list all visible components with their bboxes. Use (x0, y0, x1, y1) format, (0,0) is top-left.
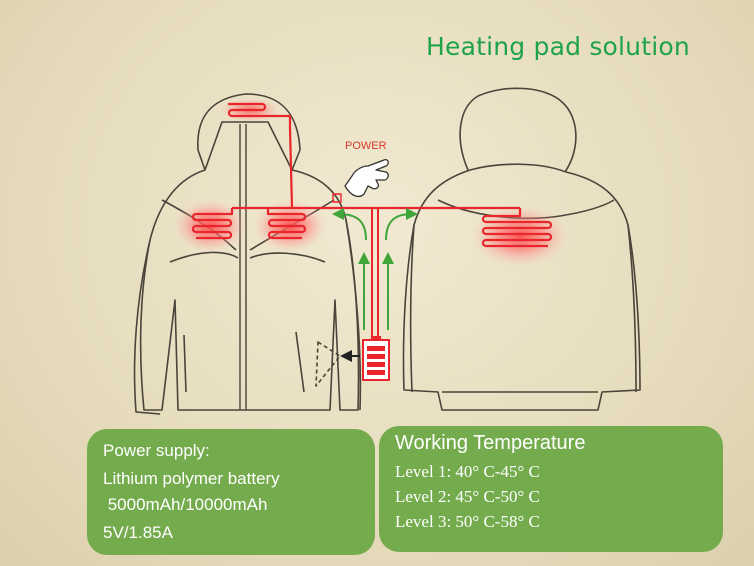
working-temperature-box: Working Temperature Level 1: 40° C-45° C… (379, 426, 723, 552)
page-title: Heating pad solution (426, 32, 690, 61)
power-supply-line: 5000mAh/10000mAh (103, 495, 268, 514)
airflow-arrows (332, 208, 418, 330)
front-jacket (133, 93, 362, 415)
heating-wires (191, 102, 553, 346)
temperature-level: Level 3: 50° C-58° C (395, 512, 540, 531)
power-supply-box: Power supply: Lithium polymer battery 50… (87, 429, 375, 555)
temperature-level: Level 2: 45° C-50° C (395, 487, 540, 506)
power-supply-line: Power supply: (103, 441, 210, 460)
power-supply-line: 5V/1.85A (103, 523, 173, 542)
power-supply-line: Lithium polymer battery (103, 469, 280, 488)
battery-icon (362, 336, 390, 381)
temperature-level: Level 1: 40° C-45° C (395, 462, 540, 481)
hand-pointer-icon (344, 158, 389, 198)
power-label: POWER (345, 140, 387, 152)
working-temperature-heading: Working Temperature (395, 432, 586, 454)
